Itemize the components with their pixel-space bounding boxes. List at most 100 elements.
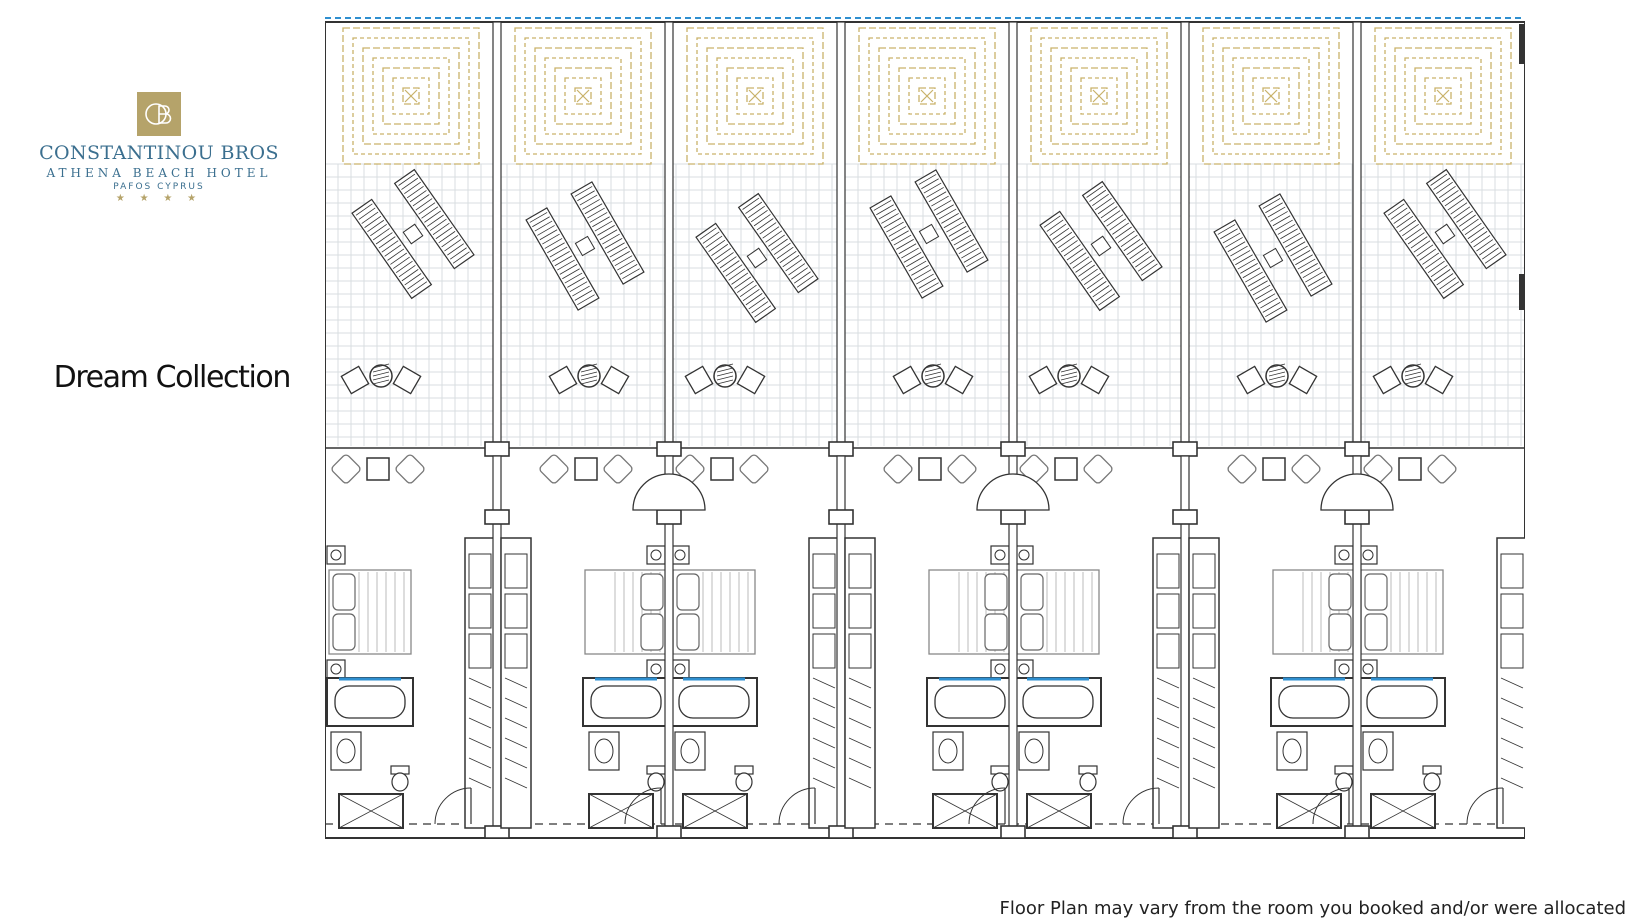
pergola-icon	[858, 27, 996, 165]
pergola-icon	[514, 27, 652, 165]
door-swing-icon	[968, 787, 1006, 825]
shower-icon	[1370, 793, 1436, 829]
toilet-icon	[390, 765, 410, 792]
lounge-chairs-icon	[1019, 454, 1113, 484]
bathtub-icon	[926, 677, 1014, 727]
star-rating: ★ ★ ★ ★	[115, 193, 203, 204]
room-unit	[484, 21, 670, 839]
lounge-chairs-icon	[883, 454, 977, 484]
pergola-icon	[1202, 27, 1340, 165]
shower-icon	[338, 793, 404, 829]
floor-plan	[325, 17, 1525, 839]
bathtub-icon	[1014, 677, 1102, 727]
collection-title: Dream Collection	[53, 360, 292, 395]
table-chairs-icon	[1028, 363, 1110, 395]
toilet-icon	[1078, 765, 1098, 792]
wardrobe-icon	[1496, 537, 1525, 829]
wardrobe-icon	[1188, 537, 1220, 829]
pergola-icon	[686, 27, 824, 165]
lounge-chairs-icon	[1227, 454, 1321, 484]
shower-icon	[682, 793, 748, 829]
party-wall	[1172, 21, 1198, 839]
double-bed-icon	[1016, 569, 1100, 655]
entrance-dome	[976, 473, 1050, 511]
pergola-icon	[1374, 27, 1512, 165]
toilet-icon	[990, 765, 1010, 792]
lounge-chairs-icon	[539, 454, 633, 484]
outer-walls	[325, 21, 1525, 839]
room-unit	[1320, 21, 1525, 839]
shower-icon	[588, 793, 654, 829]
double-bed-icon	[672, 569, 756, 655]
bathtub-icon	[582, 677, 670, 727]
double-bed-icon	[584, 569, 668, 655]
sunbed-pair-icon	[695, 192, 819, 324]
table-chairs-icon	[340, 363, 422, 395]
double-bed-icon	[1360, 569, 1444, 655]
sunbed-pair-icon	[1383, 168, 1507, 300]
door-swing-icon	[1466, 787, 1504, 825]
bedroom	[326, 545, 414, 829]
room-unit	[1172, 21, 1358, 839]
bedroom	[1358, 545, 1446, 829]
door-swing-icon	[434, 787, 472, 825]
sunbed-pair-icon	[525, 181, 645, 311]
sunbed-pair-icon	[351, 168, 475, 300]
cb-monogram-icon	[137, 92, 181, 136]
room-unit	[828, 21, 1014, 839]
bathtub-icon	[1358, 677, 1446, 727]
sunbed-pair-icon	[1039, 180, 1163, 312]
table-chairs-icon	[548, 363, 630, 395]
party-wall	[656, 21, 682, 839]
party-wall	[484, 21, 510, 839]
bedroom	[1014, 545, 1102, 829]
double-bed-icon	[328, 569, 412, 655]
sunbed-pair-icon	[1213, 193, 1333, 323]
room-unit	[632, 21, 840, 839]
bathtub-icon	[1270, 677, 1358, 727]
door-swing-icon	[1312, 787, 1350, 825]
party-wall	[828, 21, 854, 839]
room-unit	[326, 27, 496, 829]
shower-icon	[1276, 793, 1342, 829]
sunbed-pair-icon	[869, 169, 989, 299]
lounge-chairs-icon	[675, 454, 769, 484]
table-chairs-icon	[1372, 363, 1454, 395]
brand-name: CONSTANTINOU BROS	[39, 142, 279, 164]
table-chairs-icon	[684, 363, 766, 395]
bedroom	[1270, 545, 1358, 829]
entrance-dome	[1320, 473, 1394, 511]
hotel-logo: CONSTANTINOU BROS ATHENA BEACH HOTEL PAF…	[28, 92, 290, 204]
entrance-dome	[632, 473, 706, 511]
bedroom	[582, 545, 670, 829]
hotel-location: PAFOS CYPRUS	[113, 182, 205, 192]
bedroom	[926, 545, 1014, 829]
wardrobe-icon	[500, 537, 532, 829]
bedroom	[670, 545, 758, 829]
terrace-grid	[325, 163, 1525, 446]
shower-icon	[1026, 793, 1092, 829]
table-chairs-icon	[1236, 363, 1318, 395]
wardrobe-icon	[464, 537, 496, 829]
lounge-chairs-icon	[1363, 454, 1457, 484]
toilet-icon	[1334, 765, 1354, 792]
door-swing-icon	[778, 787, 816, 825]
bathtub-icon	[326, 677, 414, 727]
toilet-icon	[646, 765, 666, 792]
pergola-icon	[342, 27, 480, 165]
floor-plan-disclaimer: Floor Plan may vary from the room you bo…	[999, 898, 1626, 919]
double-bed-icon	[1272, 569, 1356, 655]
double-bed-icon	[928, 569, 1012, 655]
table-chairs-icon	[892, 363, 974, 395]
toilet-icon	[1422, 765, 1442, 792]
room-unit	[976, 21, 1184, 839]
wardrobe-icon	[1152, 537, 1184, 829]
shower-icon	[932, 793, 998, 829]
bathtub-icon	[670, 677, 758, 727]
toilet-icon	[734, 765, 754, 792]
party-wall	[1344, 21, 1370, 839]
lounge-chairs-icon	[331, 454, 425, 484]
hotel-name: ATHENA BEACH HOTEL	[46, 166, 272, 180]
wardrobe-icon	[808, 537, 840, 829]
wardrobe-icon	[844, 537, 876, 829]
